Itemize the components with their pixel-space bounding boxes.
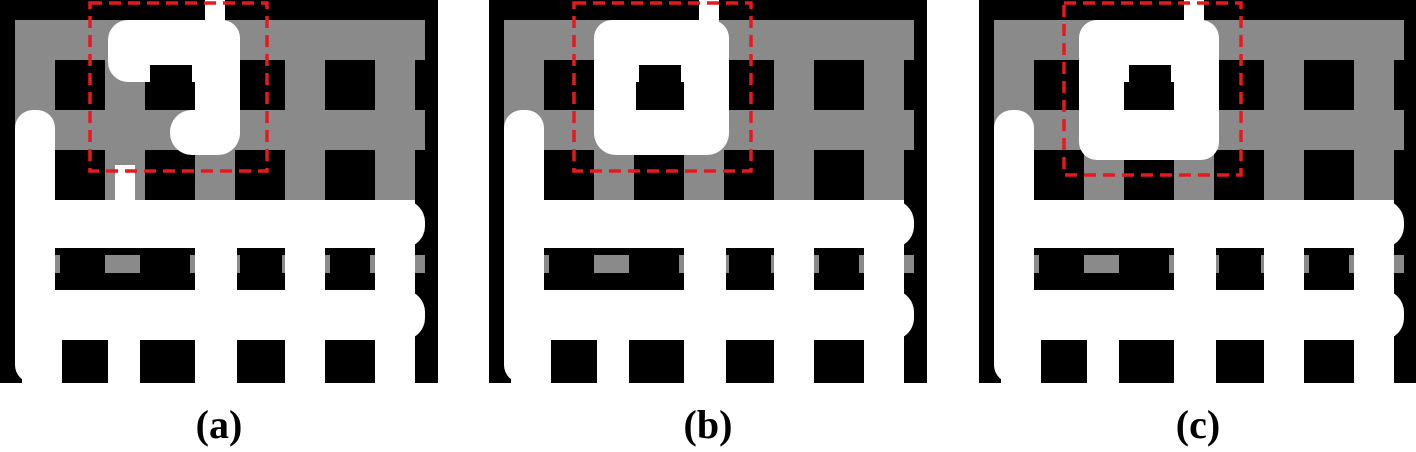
white-region-bottom (504, 110, 914, 383)
white-region-top (108, 0, 240, 155)
pores-bottom (60, 250, 370, 383)
lattice-image-b (489, 0, 927, 383)
pores-bottom (549, 250, 859, 383)
lattice-image-c (979, 0, 1416, 383)
caption-a: (a) (195, 402, 243, 447)
highlight-box (1062, 1, 1243, 177)
lattice-panel-b (489, 0, 927, 383)
lattice-panel-c (979, 0, 1416, 383)
white-region-bottom (994, 110, 1404, 383)
pores-bottom (1039, 250, 1349, 383)
white-region-top (594, 0, 729, 155)
caption-b: (b) (683, 402, 733, 447)
white-region-bottom (15, 110, 425, 383)
lattice-panel-a (0, 0, 438, 383)
lattice-image-a (0, 0, 438, 383)
white-region-top (1079, 0, 1219, 160)
caption-c: (c) (1175, 402, 1221, 447)
